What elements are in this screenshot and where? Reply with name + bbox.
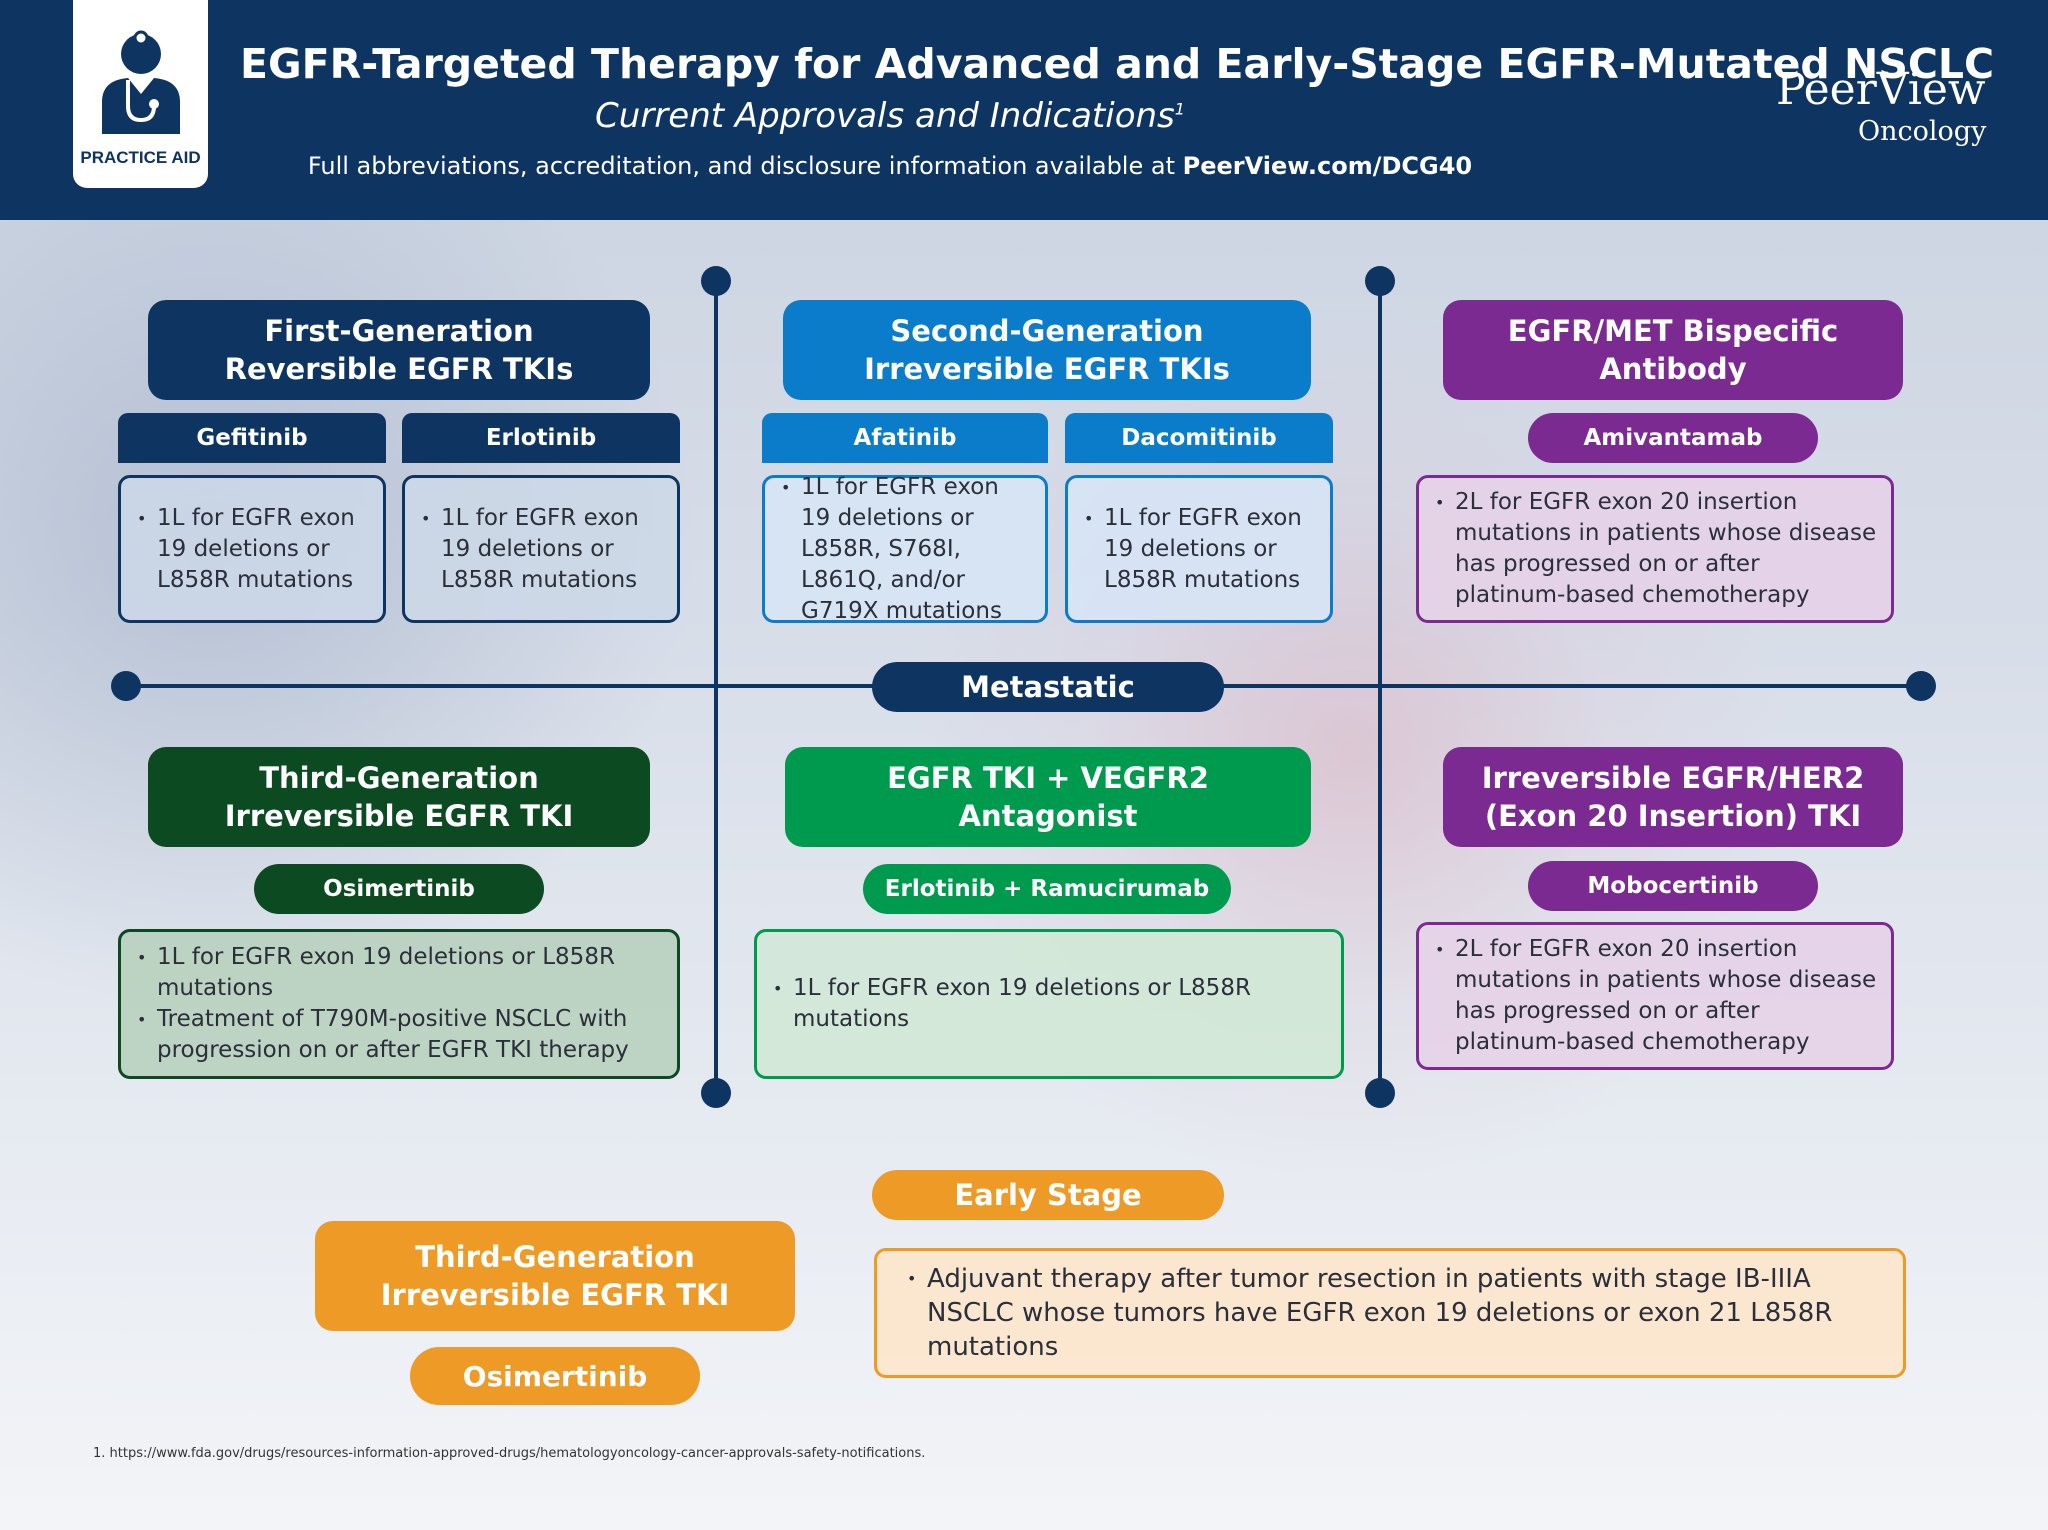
indication-item: Treatment of T790M-positive NSCLC with p… [137, 1004, 663, 1066]
third-gen-title-2: Irreversible EGFR TKI [224, 799, 574, 833]
header-banner: PRACTICE AID EGFR-Targeted Therapy for A… [0, 0, 2048, 220]
second-gen-title-2: Irreversible EGFR TKIs [864, 352, 1230, 386]
early-title-1: Third-Generation [415, 1240, 695, 1274]
drug-pill-erlotinib-ramucirumab: Erlotinib + Ramucirumab [863, 864, 1231, 914]
indication-item: 1L for EGFR exon 19 deletions or L858R m… [773, 973, 1327, 1035]
indication-item: 2L for EGFR exon 20 insertion mutations … [1435, 487, 1877, 611]
early-stage-label: Early Stage [872, 1170, 1224, 1220]
indication-item: 1L for EGFR exon 19 deletions or L858R m… [137, 503, 369, 596]
gefitinib-indications: 1L for EGFR exon 19 deletions or L858R m… [118, 475, 386, 623]
axis-dot [1365, 1078, 1395, 1108]
footnote: 1. https://www.fda.gov/drugs/resources-i… [93, 1446, 926, 1461]
brand-logo-name: PeerView [1776, 64, 1986, 115]
page-subtitle: Current Approvals and Indications1 [240, 96, 1540, 136]
axis-dot [111, 671, 141, 701]
bispecific-title-2: Antibody [1599, 352, 1747, 386]
early-title-2: Irreversible EGFR TKI [380, 1278, 730, 1312]
her2-title-1: Irreversible EGFR/HER2 [1481, 761, 1865, 795]
indication-item: 1L for EGFR exon 19 deletions or L858R m… [1084, 503, 1316, 596]
osimertinib-indications: 1L for EGFR exon 19 deletions or L858R m… [118, 929, 680, 1079]
drug-pill-mobocertinib: Mobocertinib [1528, 861, 1818, 911]
indication-item: 2L for EGFR exon 20 insertion mutations … [1435, 934, 1877, 1058]
subtitle-ref: 1 [1174, 99, 1185, 119]
mobocertinib-indications: 2L for EGFR exon 20 insertion mutations … [1416, 922, 1894, 1070]
disclosure-note: Full abbreviations, accreditation, and d… [240, 152, 1540, 180]
axis-dot [1365, 266, 1395, 296]
drug-tab-erlotinib: Erlotinib [402, 413, 680, 463]
indication-item: 1L for EGFR exon 19 deletions or L858R m… [137, 942, 663, 1004]
drug-pill-amivantamab: Amivantamab [1528, 413, 1818, 463]
subtitle-text: Current Approvals and Indications [595, 96, 1175, 136]
axis-dot [701, 1078, 731, 1108]
brand-logo-sub: Oncology [1858, 116, 1987, 147]
metastatic-label: Metastatic [872, 662, 1224, 712]
axis-dot [701, 266, 731, 296]
drug-pill-osimertinib: Osimertinib [254, 864, 544, 914]
amivantamab-indications: 2L for EGFR exon 20 insertion mutations … [1416, 475, 1894, 623]
bispecific-title-1: EGFR/MET Bispecific [1507, 314, 1839, 348]
indication-item: 1L for EGFR exon 19 deletions or L858R, … [781, 472, 1031, 627]
her2-header: Irreversible EGFR/HER2 (Exon 20 Insertion… [1443, 747, 1903, 847]
third-gen-title-1: Third-Generation [259, 761, 539, 795]
drug-pill-early-osimertinib: Osimertinib [410, 1347, 700, 1405]
early-osimertinib-indications: Adjuvant therapy after tumor resection i… [874, 1248, 1906, 1378]
afatinib-indications: 1L for EGFR exon 19 deletions or L858R, … [762, 472, 1048, 624]
drug-tab-gefitinib: Gefitinib [118, 413, 386, 463]
indication-item: Adjuvant therapy after tumor resection i… [907, 1262, 1889, 1364]
drug-tab-afatinib: Afatinib [762, 413, 1048, 463]
peerview-link[interactable]: PeerView.com/DCG40 [1182, 152, 1473, 180]
erlotinib-ramucirumab-indications: 1L for EGFR exon 19 deletions or L858R m… [754, 929, 1344, 1079]
vegfr-title-2: Antagonist [958, 799, 1138, 833]
erlotinib-indications: 1L for EGFR exon 19 deletions or L858R m… [402, 475, 680, 623]
drug-tab-dacomitinib: Dacomitinib [1065, 413, 1333, 463]
practice-aid-badge: PRACTICE AID [73, 0, 208, 188]
doctor-icon [102, 30, 180, 134]
title-text: EGFR-Targeted Therapy for Advanced and E… [240, 40, 1995, 88]
page-title: EGFR-Targeted Therapy for Advanced and E… [240, 40, 1994, 88]
vegfr-title-1: EGFR TKI + VEGFR2 [887, 761, 1209, 795]
dacomitinib-indications: 1L for EGFR exon 19 deletions or L858R m… [1065, 475, 1333, 623]
note-text: Full abbreviations, accreditation, and d… [307, 152, 1183, 180]
second-gen-title-1: Second-Generation [890, 314, 1204, 348]
first-gen-title-1: First-Generation [264, 314, 534, 348]
axis-dot [1906, 671, 1936, 701]
her2-title-2: (Exon 20 Insertion) TKI [1484, 799, 1862, 833]
badge-label: PRACTICE AID [80, 148, 201, 167]
first-gen-title-2: Reversible EGFR TKIs [224, 352, 574, 386]
indication-item: 1L for EGFR exon 19 deletions or L858R m… [421, 503, 663, 596]
